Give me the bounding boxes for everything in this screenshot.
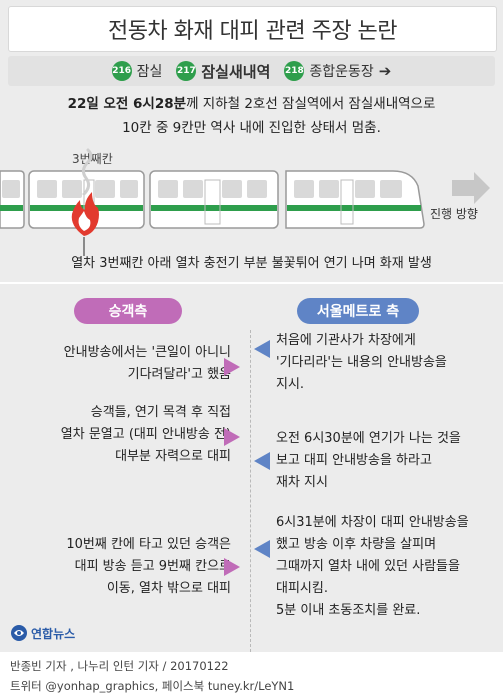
yonhap-globe-icon (11, 625, 27, 641)
station-label: 잠실새내역 (201, 62, 271, 81)
incident-text-line1: 께 지하철 2호선 잠실역에서 잠실새내역으로 (186, 96, 436, 112)
passenger-pointer-icon (224, 358, 240, 376)
logo-text: 연합뉴스 (31, 626, 76, 641)
metro-side-header: 서울메트로 측 (297, 298, 419, 324)
fire-caption: 열차 3번째칸 아래 열차 충전기 부분 불꽃튀어 연기 나며 화재 발생 (71, 256, 432, 271)
incident-description: 22일 오전 6시28분께 지하철 2호선 잠실역에서 잠실새내역으로 10칸 … (0, 92, 503, 140)
yonhap-logo: 연합뉴스 (10, 624, 75, 642)
station-number-badge: 216 (111, 61, 132, 81)
metro-pointer-icon (254, 452, 270, 470)
credit-authors: 반종빈 기자 , 나누리 인턴 기자 / 20170122 (10, 659, 229, 673)
passenger-claim-1: 안내방송에서는 '큰일이 아니니 기다려달라'고 했음 (63, 345, 231, 382)
passenger-pointer-icon (224, 558, 240, 576)
smoke-icon (81, 148, 93, 196)
train-stripes (0, 205, 421, 211)
metro-pointer-icon (254, 540, 270, 558)
fire-icon (71, 192, 99, 256)
direction-label: 진행 방향 (430, 207, 478, 221)
passenger-pointer-icon (224, 428, 240, 446)
train-car (0, 170, 25, 229)
train-car-front (285, 170, 425, 229)
metro-pointer-icon (254, 340, 270, 358)
station-bar: 216 잠실 217 잠실새내역 218 종합운동장 ➔ (8, 56, 495, 86)
station-jamsilsaenae: 217 잠실새내역 (176, 61, 270, 82)
incident-text-line2: 10칸 중 9칸만 역사 내에 진입한 상태서 멈춤. (122, 120, 381, 136)
station-jamsil: 216 잠실 (111, 61, 163, 81)
infographic-panel (0, 0, 503, 652)
station-label: 잠실 (136, 64, 163, 80)
passenger-claim-2: 승객들, 연기 목격 후 직접 열차 문열고 (대피 안내방송 전) 대부분 자… (60, 405, 231, 464)
station-number-badge: 218 (284, 61, 305, 81)
train-car (149, 170, 279, 229)
station-sports-complex: 218 종합운동장 ➔ (284, 61, 391, 81)
credit-social: 트위터 @yonhap_graphics, 페이스북 tuney.kr/LeYN… (10, 679, 295, 693)
page-title: 전동차 화재 대피 관련 주장 논란 (107, 19, 398, 44)
station-number-badge: 217 (176, 61, 197, 81)
direction-arrow-icon (452, 172, 490, 204)
passenger-claim-3: 10번째 칸에 타고 있던 승객은 대피 방송 듣고 9번째 칸으로 이동, 열… (66, 537, 231, 596)
third-car-label: 3번째칸 (72, 152, 113, 166)
metro-claim-3: 6시31분에 차장이 대피 안내방송을 했고 방송 이후 차량을 살피며 그때까… (276, 515, 469, 618)
metro-claim-1: 처음에 기관사가 차장에게 '기다리라'는 내용의 안내방송을 지시. (276, 333, 447, 392)
metro-claim-2: 오전 6시30분에 연기가 나는 것을 보고 대피 안내방송을 하라고 재차 지… (276, 431, 461, 490)
section-divider (0, 282, 503, 284)
center-divider-line (250, 330, 251, 652)
train-illustration (0, 148, 490, 256)
train-windows (2, 180, 402, 198)
title-box: 전동차 화재 대피 관련 주장 논란 (8, 6, 497, 52)
incident-time: 22일 오전 6시28분 (67, 96, 187, 112)
station-label: 종합운동장 (309, 64, 374, 80)
passenger-side-header: 승객측 (74, 298, 182, 324)
right-arrow-icon: ➔ (378, 62, 392, 80)
